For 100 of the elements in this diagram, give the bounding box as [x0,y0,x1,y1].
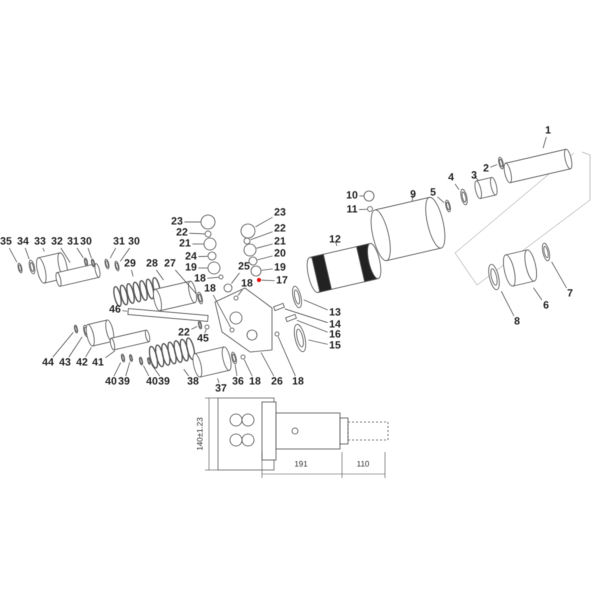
callout-number: 10 [345,190,359,202]
dimension-label: 191 [294,460,308,468]
leader-line [542,136,547,148]
leader-line [551,261,567,288]
leader-line [68,336,82,358]
callout-number: 8 [513,316,521,328]
fitting-part [244,244,256,256]
leader-line [42,248,45,252]
leader-line [308,340,328,345]
callout-number: 7 [566,288,574,300]
leader-line [198,256,208,257]
fitting-part [204,230,212,238]
callout-number: 11 [345,204,359,216]
leader-line [231,272,240,284]
dimension-label: 110 [356,460,370,468]
leader-line [437,196,444,203]
callout-number: 24 [184,252,198,262]
ring-part [138,356,144,366]
leader-line [257,256,273,260]
leader-line [256,244,273,249]
leader-line [500,290,514,316]
leader-line [474,176,479,181]
callout-number: 37 [214,384,228,394]
callout-number: 35 [0,236,13,248]
callout-number: 19 [273,262,287,274]
spring-part [113,277,161,307]
callout-number: 15 [328,340,342,352]
fitting-part [240,224,256,238]
dimension-label: 140±1.23 [196,417,204,451]
callout-number: 31 [66,236,80,248]
fitting-part [224,284,232,292]
fitting-part [244,238,250,244]
callout-number: 18 [203,284,217,294]
leader-line [105,350,116,358]
leader-line [52,332,74,358]
callout-number: 31 [112,236,126,248]
ring-part [129,354,133,362]
callout-number: 42 [75,358,89,368]
ring-part [114,260,120,272]
callout-number: 18 [291,376,305,388]
fitting-part [364,190,374,202]
ring-part [74,324,78,334]
callout-number: 40 [145,376,159,388]
cylinder-part [86,320,114,346]
ring-part [198,320,202,330]
callout-number: 16 [328,330,342,340]
callout-number: 19 [184,262,198,274]
callout-number: 13 [328,308,342,318]
leader-line [120,248,130,262]
ring-part [120,354,126,362]
cylinder-part [502,249,538,287]
callout-number: 39 [157,376,171,388]
callout-number: 9 [409,190,417,200]
callout-number: 34 [16,236,30,248]
leader-line [122,310,128,312]
fitting-part [204,238,216,250]
leader-line [296,320,328,333]
ring-part [542,242,550,262]
leader-line [260,352,274,376]
callout-number: 41 [91,358,105,368]
leader-line [335,241,338,246]
ring-part [104,258,110,270]
fitting-part [230,328,234,332]
callout-number: 27 [163,258,177,270]
fitting-part [234,296,238,300]
callout-number: 33 [33,236,47,248]
leader-line [151,364,160,376]
leader-line [454,184,460,190]
callout-number: 45 [196,334,210,344]
spring-part [148,337,196,369]
fitting-part [257,278,261,282]
ring-part [498,156,504,170]
leader-line [156,270,164,280]
leader-line [183,368,189,376]
leader-line [24,248,30,260]
leader-line [207,276,219,279]
ring-part [18,262,22,274]
callout-number: 36 [231,376,245,388]
leader-line [217,378,220,384]
leader-line [412,194,414,202]
callout-number: 30 [127,236,141,248]
ring-part [28,260,36,274]
leader-line [189,232,205,234]
callout-number: 23 [170,216,184,228]
callout-number: 29 [123,258,137,270]
callout-number: 30 [79,236,93,248]
callout-number: 46 [108,304,122,316]
leader-line [303,299,328,310]
leader-line [261,268,273,271]
cylinder-part [56,263,100,287]
callout-number: 44 [41,358,55,368]
fitting-part [200,214,216,230]
rod-part [127,308,209,322]
leader-line [114,362,121,376]
leader-line [85,346,92,358]
callout-number: 23 [273,208,287,218]
callout-number: 26 [270,376,284,388]
leader-line [125,362,130,376]
callout-number: 28 [145,258,159,270]
callout-number: 1 [544,126,552,136]
